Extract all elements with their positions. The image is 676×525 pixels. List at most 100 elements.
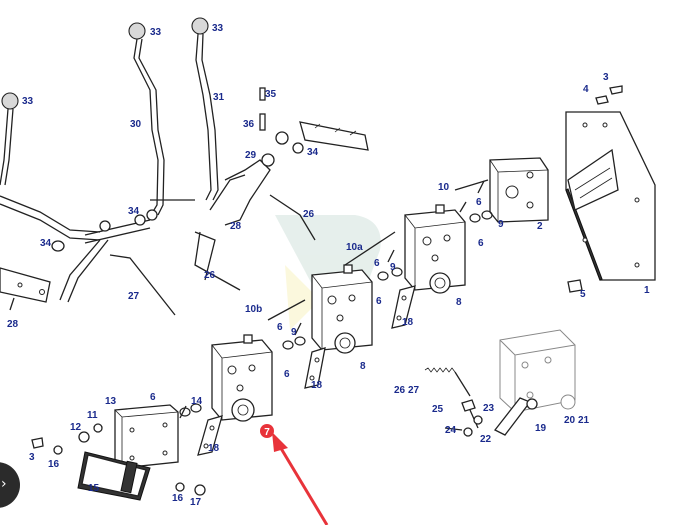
label-16-right: 16: [172, 493, 184, 504]
label-34-top: 34: [307, 147, 319, 158]
bushing-29: [275, 131, 289, 145]
nut-17: [194, 484, 206, 496]
label-34-center: 34: [128, 206, 140, 217]
label-9-c: 9: [291, 327, 297, 338]
pin-36: [259, 113, 266, 131]
label-30: 30: [130, 119, 142, 130]
part-labels: 33 33 33 30 31 35 36 29 34 34 34 26 26 2…: [7, 23, 650, 508]
label-18-a: 18: [402, 317, 414, 328]
nut-11: [93, 423, 103, 433]
label-2: 2: [537, 221, 543, 232]
label-26-right: 26: [394, 385, 406, 396]
label-22: 22: [480, 434, 492, 445]
o-rings: [179, 210, 493, 417]
label-8-a: 8: [456, 297, 462, 308]
label-23: 23: [483, 403, 495, 414]
label-13: 13: [105, 396, 117, 407]
label-6-g: 6: [150, 392, 156, 403]
label-9-b: 9: [390, 262, 396, 273]
label-29: 29: [245, 150, 257, 161]
label-14: 14: [191, 396, 203, 407]
label-18-c: 18: [208, 443, 220, 454]
upper-rail-plate: [299, 121, 369, 151]
valve-section-back: [404, 204, 466, 294]
lever-brackets-18: [197, 285, 416, 456]
lever-arm-19: [493, 397, 532, 436]
label-34-left: 34: [40, 238, 52, 249]
rod-10b: [267, 299, 306, 321]
side-scroll-widget[interactable]: ›: [0, 462, 20, 508]
label-24: 24: [445, 425, 457, 436]
washer-12: [78, 431, 90, 443]
label-18-b: 18: [311, 380, 323, 391]
label-3-top: 3: [603, 72, 609, 83]
label-31: 31: [213, 92, 225, 103]
label-6-f: 6: [284, 369, 290, 380]
label-25: 25: [432, 404, 444, 415]
chevron-right-icon: ›: [1, 476, 7, 492]
pin-35: [259, 87, 266, 101]
nut-34-center: [146, 209, 158, 221]
nut-34-top: [292, 142, 304, 154]
valve-section-front: [211, 334, 273, 422]
callout-arrow: [272, 432, 329, 525]
label-28-center: 28: [230, 221, 242, 232]
control-levers: [0, 17, 369, 316]
plate-15: [77, 451, 151, 501]
washer-4: [595, 95, 609, 105]
label-28-left: 28: [7, 319, 19, 330]
label-6-e: 6: [277, 322, 283, 333]
label-27-left: 27: [128, 291, 140, 302]
washer-16-right: [175, 482, 185, 492]
label-33-b: 33: [212, 23, 224, 34]
bolt-3-left: [31, 437, 44, 449]
label-36: 36: [243, 119, 255, 130]
left-plate: [0, 267, 51, 303]
lever-knob-33-left: [1, 92, 19, 110]
cover-plate-13: [114, 404, 179, 469]
label-4: 4: [583, 84, 589, 95]
label-35: 35: [265, 89, 277, 100]
pivot-29: [261, 153, 275, 167]
label-10: 10: [438, 182, 450, 193]
label-6-d: 6: [376, 296, 382, 307]
label-17: 17: [190, 497, 202, 508]
label-27-right: 27: [408, 385, 420, 396]
label-26-upper: 26: [303, 209, 315, 220]
label-10b: 10b: [245, 304, 262, 315]
label-6-a: 6: [476, 197, 482, 208]
label-10a: 10a: [346, 242, 363, 253]
callout-marker: 7: [260, 424, 274, 438]
label-11: 11: [87, 410, 98, 421]
pin-22: [463, 427, 473, 437]
washer-16-left: [53, 445, 63, 455]
nut-25: [461, 399, 476, 412]
label-21: 21: [578, 415, 590, 426]
pin-23: [473, 415, 483, 425]
label-3-left: 3: [29, 452, 35, 463]
label-6-c: 6: [374, 258, 380, 269]
label-26-lower: 26: [204, 270, 216, 281]
plate-label-panel: [567, 148, 619, 211]
bolt-5: [567, 279, 583, 293]
fasteners: [31, 423, 206, 496]
label-33-c: 33: [22, 96, 34, 107]
valve-section-middle: [311, 264, 373, 354]
end-plate-2: [489, 157, 549, 223]
nut-34-left: [51, 240, 65, 252]
tie-rods-and-pins: [179, 179, 489, 419]
label-12: 12: [70, 422, 82, 433]
lever-knob-30: [128, 22, 146, 40]
label-19: 19: [535, 423, 547, 434]
callout-label-7: 7: [264, 427, 270, 438]
lever-knob-31: [191, 17, 209, 35]
label-6-b: 6: [478, 238, 484, 249]
rod-10: [454, 179, 489, 191]
bolt-3-top: [609, 85, 623, 95]
mounting-plate-1: [565, 85, 656, 293]
label-33-a: 33: [150, 27, 162, 38]
label-16-left: 16: [48, 459, 60, 470]
label-1: 1: [644, 285, 650, 296]
